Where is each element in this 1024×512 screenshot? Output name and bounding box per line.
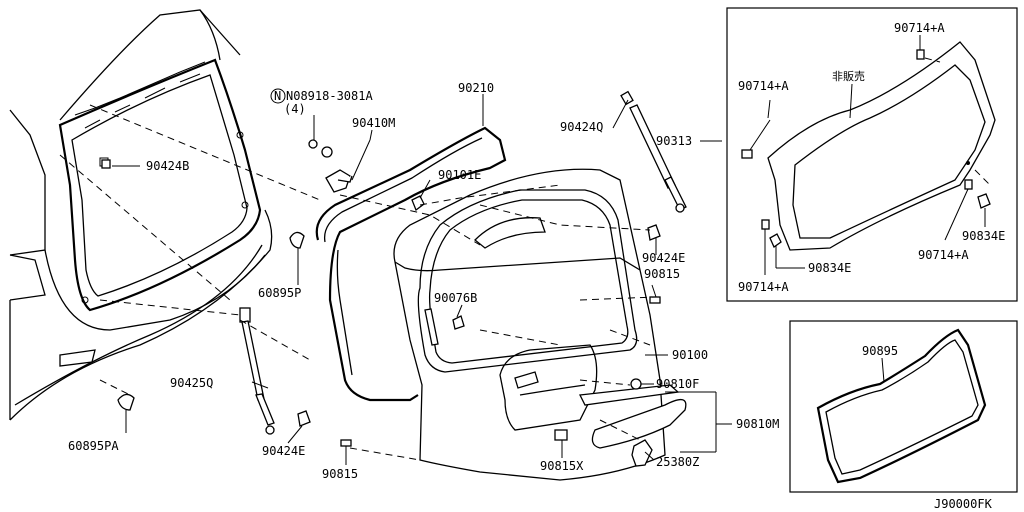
stopper-90815-right xyxy=(649,296,661,304)
label-90424q: 90424Q xyxy=(560,120,603,134)
label-90815-bottom: 90815 xyxy=(322,467,358,481)
label-60895pa: 60895PA xyxy=(68,439,119,453)
label-90425q: 90425Q xyxy=(170,376,213,390)
gas-stay-right xyxy=(620,90,687,213)
label-90424b: 90424B xyxy=(146,159,189,173)
label-90714a-top: 90714+A xyxy=(894,21,945,35)
latch-assembly xyxy=(308,139,353,193)
label-90714a-left: 90714+A xyxy=(738,79,789,93)
figure-code: J90000FK xyxy=(934,497,993,511)
label-90810f: 90810F xyxy=(656,377,699,391)
leader-lines xyxy=(112,94,732,465)
dashed-alignment-lines xyxy=(59,104,656,461)
label-n08918-3081a: N08918-3081A xyxy=(286,89,373,103)
label-90101e: 90101E xyxy=(438,168,481,182)
svg-text:N: N xyxy=(274,89,281,103)
bumper-stop-90424e-right xyxy=(647,224,661,241)
label-90424e-left: 90424E xyxy=(262,444,305,458)
label-25380z: 25380Z xyxy=(656,455,699,469)
gas-stay-left xyxy=(239,307,275,435)
label-90810m: 90810M xyxy=(736,417,779,431)
label-90100: 90100 xyxy=(672,348,708,362)
label-n08918-qty: (4) xyxy=(284,102,306,116)
bumper-stop-90101e xyxy=(411,195,425,212)
label-nonsale: 非販売 xyxy=(832,70,865,83)
label-90815x: 90815X xyxy=(540,459,584,473)
fastener-90810f xyxy=(630,378,642,390)
label-90424e-right: 90424E xyxy=(642,251,685,265)
bumper-stop-90424b xyxy=(101,159,111,169)
n-circle-icon xyxy=(270,88,286,104)
stopper-90815-bottom xyxy=(340,439,352,447)
label-90210: 90210 xyxy=(458,81,494,95)
inset-glass-moulding xyxy=(789,320,1018,493)
label-90313: 90313 xyxy=(656,134,692,148)
label-90834e-left: 90834E xyxy=(808,261,851,275)
grommet-60895pa xyxy=(117,393,135,411)
label-90076b: 90076B xyxy=(434,291,477,305)
cap-90815x xyxy=(554,429,568,441)
clip-90076b xyxy=(452,315,465,330)
bumper-stop-90424e-left xyxy=(297,410,311,427)
part-labels: N N08918-3081A (4) 90410M 90424B 60895P … xyxy=(68,21,1005,511)
label-90410m: 90410M xyxy=(352,116,395,130)
label-60895p: 60895P xyxy=(258,286,301,300)
label-90714a-bottom: 90714+A xyxy=(738,280,789,294)
label-90895: 90895 xyxy=(862,344,898,358)
label-90815-right: 90815 xyxy=(644,267,680,281)
label-90714a-right: 90714+A xyxy=(918,248,969,262)
grommet-60895p xyxy=(289,231,305,249)
inset-back-glass xyxy=(726,7,1018,302)
weatherstrip-seal xyxy=(315,126,507,402)
vehicle-body-opening xyxy=(9,9,273,421)
switch-25380z xyxy=(631,439,653,467)
tailgate-panel xyxy=(393,168,687,481)
label-90834e-right: 90834E xyxy=(962,229,1005,243)
